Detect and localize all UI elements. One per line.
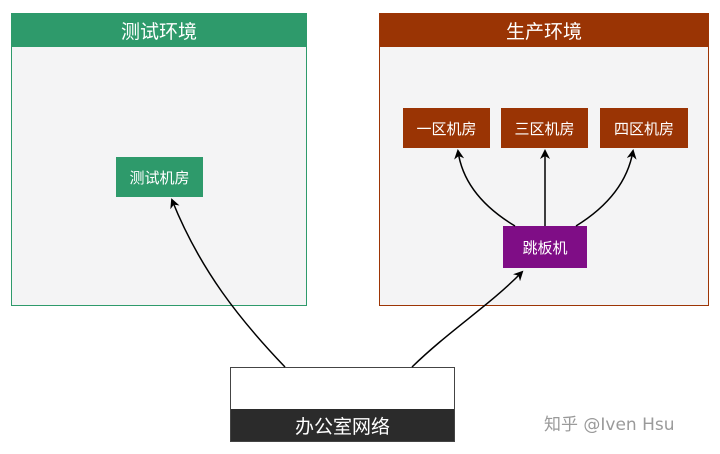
watermark: 知乎 @Iven Hsu	[544, 415, 675, 435]
office-network-label: 办公室网络	[231, 409, 454, 441]
arrow-office-to-jump-host	[411, 270, 524, 368]
jump-host-node: 跳板机	[503, 226, 587, 268]
test-room-node: 测试机房	[116, 157, 203, 197]
production-environment-title: 生产环境	[380, 14, 708, 47]
zone-3-room-node: 三区机房	[501, 108, 588, 148]
arrow-office-to-test-room	[170, 198, 286, 368]
test-environment-panel: 测试环境	[11, 13, 307, 306]
production-environment-panel: 生产环境	[379, 13, 709, 306]
test-environment-title: 测试环境	[12, 14, 306, 47]
office-network-node: 办公室网络	[230, 367, 455, 442]
arrow-jump-host-to-zone-4	[575, 149, 637, 227]
zone-4-room-node: 四区机房	[600, 108, 688, 148]
arrow-jump-host-to-zone-1	[454, 149, 516, 227]
zone-1-room-node: 一区机房	[403, 108, 490, 148]
